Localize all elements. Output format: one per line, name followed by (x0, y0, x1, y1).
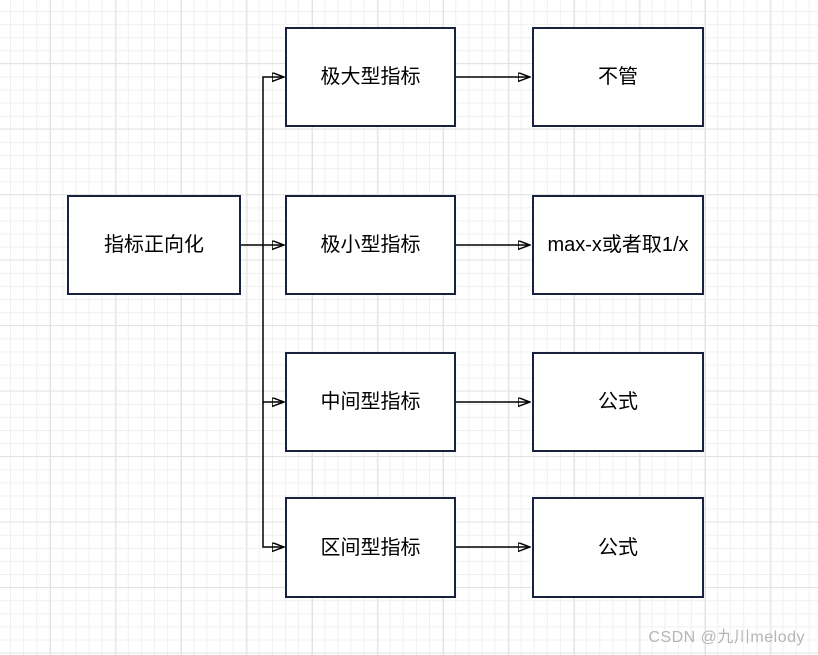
node-type-max-label: 极大型指标 (320, 66, 421, 88)
node-method-interval-label: 公式 (598, 536, 638, 559)
node-type-min: 极小型指标 (285, 195, 456, 295)
node-method-middle: 公式 (532, 352, 704, 452)
node-method-min-label: max-x或者取1/x (547, 234, 689, 256)
node-type-min-label: 极小型指标 (320, 234, 421, 256)
connector-root-to-type4 (262, 402, 283, 547)
node-method-max: 不管 (532, 27, 704, 127)
node-root-label: 指标正向化 (104, 234, 204, 256)
node-method-max-label: 不管 (598, 66, 638, 88)
node-method-interval: 公式 (532, 497, 704, 598)
node-method-middle-label: 公式 (598, 391, 638, 413)
connector-root-to-type1 (262, 77, 283, 245)
node-root: 指标正向化 (67, 195, 241, 295)
node-method-min: max-x或者取1/x (532, 195, 704, 295)
node-type-middle: 中间型指标 (285, 352, 456, 452)
connector-root-to-type3 (262, 245, 283, 402)
csdn-watermark: CSDN @九川melody (648, 629, 805, 646)
node-type-max: 极大型指标 (285, 27, 456, 127)
node-type-interval-label: 区间型指标 (320, 536, 421, 559)
node-type-interval: 区间型指标 (285, 497, 456, 598)
node-type-middle-label: 中间型指标 (320, 391, 421, 413)
